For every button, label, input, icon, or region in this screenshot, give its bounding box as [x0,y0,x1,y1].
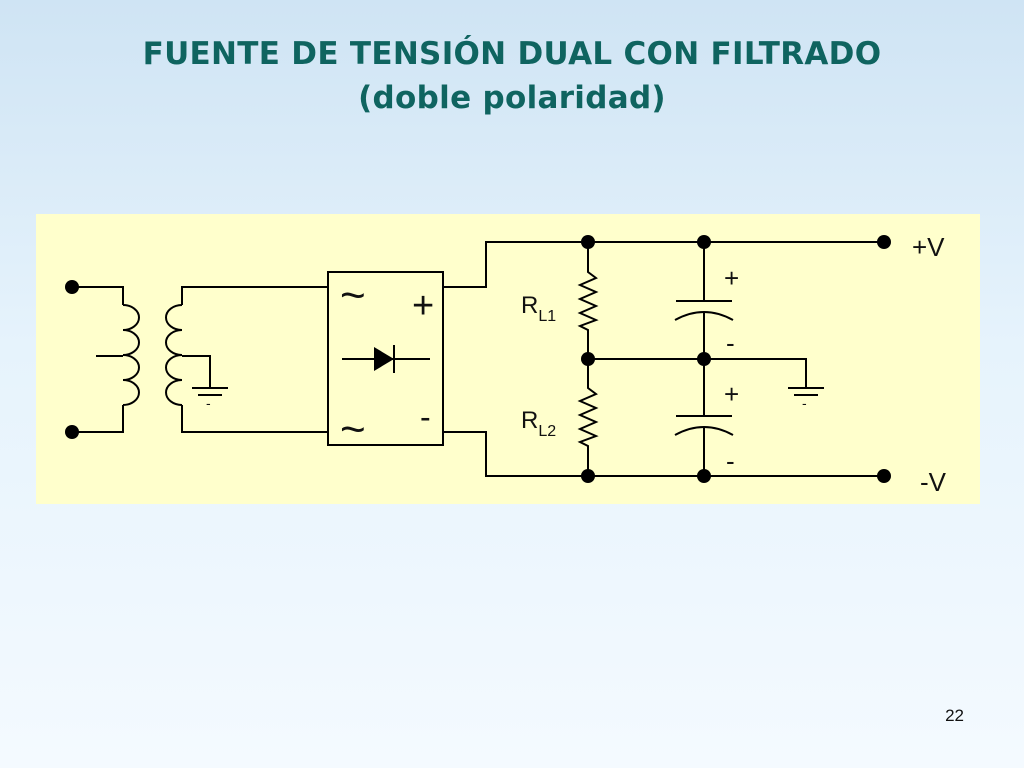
ground-rail [588,358,807,388]
slide-subtitle: (doble polaridad) [358,80,666,116]
junction-dot [581,352,595,366]
output-terminal-positive [877,235,891,249]
capacitor-c2-minus: - [726,446,735,476]
diode-icon [374,347,394,371]
output-label-positive: +V [912,232,945,262]
ground-label-output: - [802,395,807,411]
negative-rail [443,431,884,477]
ac-symbol-bottom: ~ [340,405,366,454]
capacitor-c1-minus: - [726,328,735,358]
ac-symbol-top: ~ [340,271,366,320]
primary-winding [72,286,140,433]
ground-symbol-output [788,387,824,396]
resistor-rl1 [577,242,599,359]
resistor-label-rl1: RL1 [521,292,556,325]
junction-dot [697,469,711,483]
output-terminal-negative [877,469,891,483]
diagram-panel [36,214,980,504]
capacitor-c1 [674,242,734,359]
junction-dot [697,235,711,249]
capacitor-c2-plus: + [724,379,739,409]
resistor-label-rl2: RL2 [521,407,556,440]
secondary-winding [165,286,328,433]
junction-dot [581,235,595,249]
ground-symbol-secondary [192,387,228,396]
bridge-plus-label: + [412,285,434,327]
ground-label-secondary: - [206,395,211,411]
slide-title: FUENTE DE TENSIÓN DUAL CON FILTRADO [142,36,882,72]
capacitor-c2 [674,359,734,476]
output-label-negative: -V [920,467,947,497]
input-terminal-bottom [65,425,79,439]
resistor-rl2 [577,359,599,476]
bridge-minus-label: - [420,399,431,435]
rectifier-bridge [327,271,444,446]
page-number: 22 [945,706,964,725]
input-terminal-top [65,280,79,294]
junction-dot [697,352,711,366]
positive-rail [443,241,884,288]
capacitor-c1-plus: + [724,263,739,293]
junction-dot [581,469,595,483]
